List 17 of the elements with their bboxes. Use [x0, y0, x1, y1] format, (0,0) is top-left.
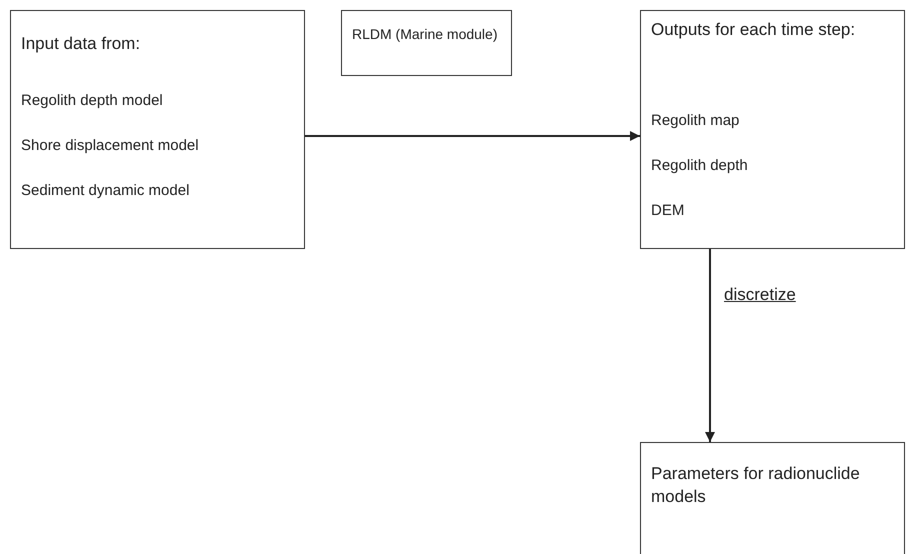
edge-label: discretize — [724, 285, 796, 305]
box-heading: Parameters for radionuclide models — [651, 463, 861, 508]
box-heading: RLDM (Marine module) — [352, 25, 498, 44]
list-item: Sediment dynamic model — [21, 181, 190, 201]
module-box — [341, 10, 512, 76]
list-item: Shore displacement model — [21, 136, 200, 156]
input-box — [10, 10, 305, 249]
list-item: DEM — [651, 201, 686, 221]
box-heading: Input data from: — [21, 33, 142, 55]
list-item: Regolith depth model — [21, 91, 164, 111]
box-heading: Outputs for each time step: — [651, 19, 856, 41]
arrow — [705, 249, 715, 442]
output-box — [640, 10, 905, 249]
list-item: Regolith map — [651, 111, 740, 131]
arrow — [305, 131, 640, 141]
parameter-box — [640, 442, 905, 554]
list-item: Regolith depth — [651, 156, 749, 176]
